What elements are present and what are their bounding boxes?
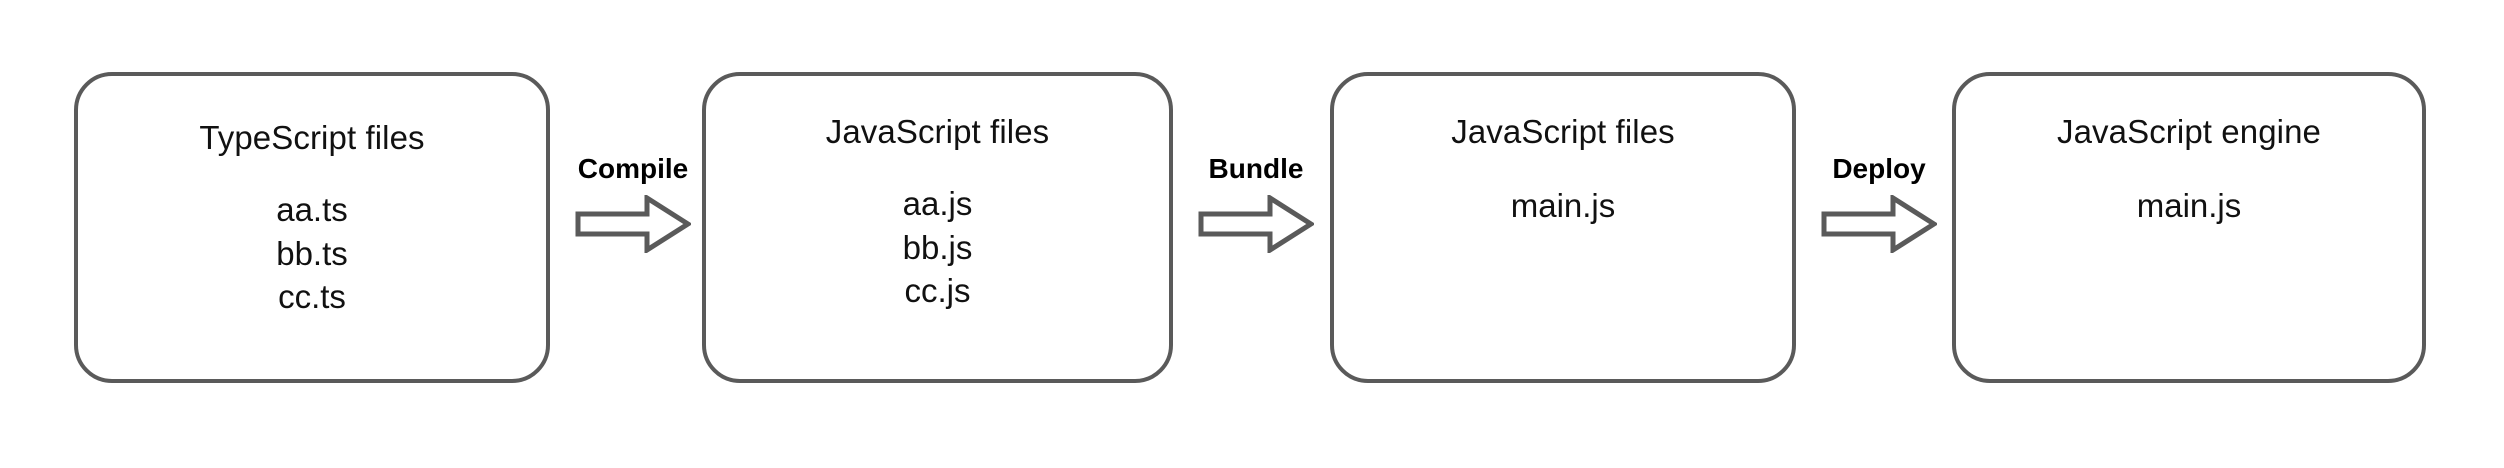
connector-label: Compile — [577, 153, 689, 184]
node-item: cc.js — [904, 272, 971, 310]
node-item: aa.ts — [276, 191, 348, 229]
node-item: aa.js — [902, 185, 973, 223]
connector-bundle: Bundle — [1193, 155, 1319, 253]
connector-label: Deploy — [1832, 153, 1926, 184]
node-item-list: main.js — [1511, 184, 1616, 228]
node-typescript-files[interactable]: TypeScript files aa.ts bb.ts cc.ts — [74, 72, 550, 383]
node-javascript-engine[interactable]: JavaScript engine main.js — [1952, 72, 2426, 383]
node-item: cc.ts — [278, 278, 346, 316]
node-title: TypeScript files — [199, 119, 425, 156]
node-item-list: aa.ts bb.ts cc.ts — [276, 188, 348, 319]
node-title: JavaScript files — [825, 113, 1050, 150]
node-title: JavaScript files — [1451, 113, 1675, 150]
connector-label: Bundle — [1208, 153, 1304, 184]
arrow-right-icon — [575, 195, 691, 253]
connector-compile: Compile — [566, 155, 700, 253]
node-item: bb.ts — [276, 234, 348, 272]
arrow-right-icon — [1821, 195, 1937, 253]
arrow-right-icon — [1198, 195, 1314, 253]
node-item: main.js — [1510, 187, 1616, 225]
node-title: JavaScript engine — [2056, 113, 2322, 150]
connector-deploy: Deploy — [1816, 155, 1942, 253]
node-item: bb.js — [902, 228, 973, 266]
node-item-list: aa.js bb.js cc.js — [903, 182, 973, 313]
node-bundled-javascript-files[interactable]: JavaScript files main.js — [1330, 72, 1796, 383]
node-javascript-files[interactable]: JavaScript files aa.js bb.js cc.js — [702, 72, 1173, 383]
node-item: main.js — [2136, 187, 2242, 225]
node-item-list: main.js — [2137, 184, 2242, 228]
